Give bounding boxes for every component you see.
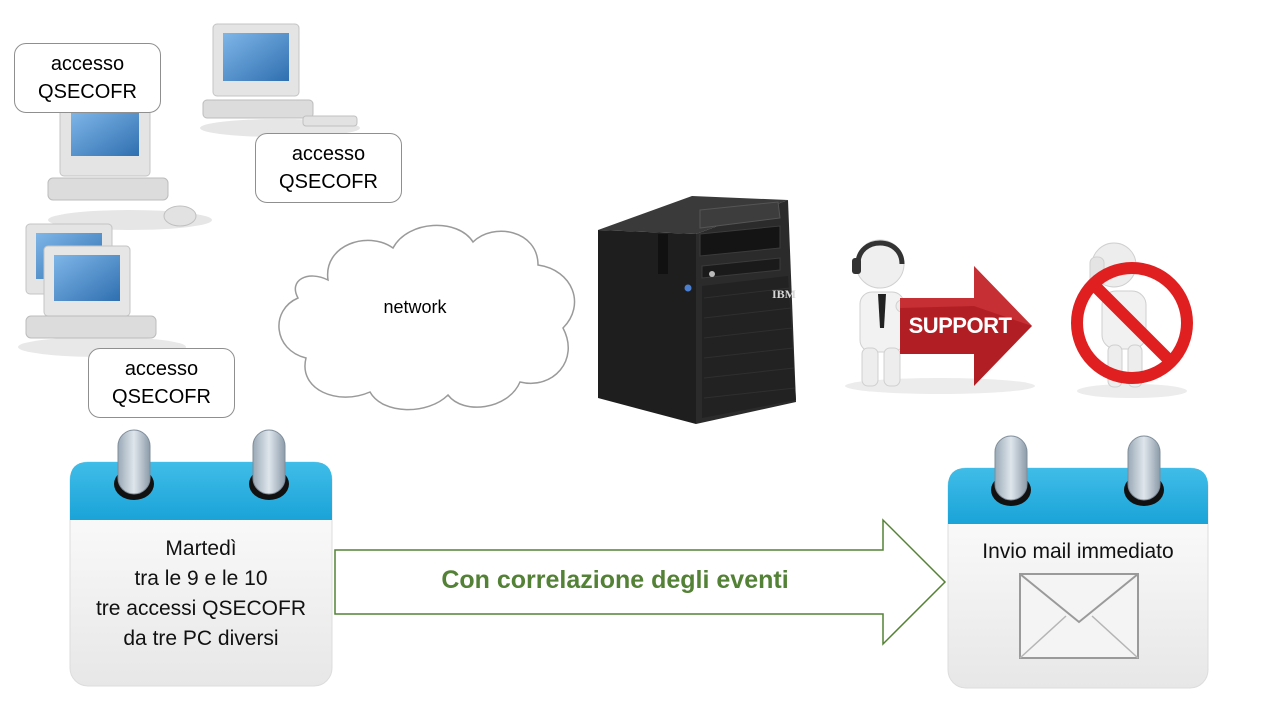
computer-icon xyxy=(18,223,186,357)
computer-icon xyxy=(200,23,360,137)
event-line: da tre PC diversi xyxy=(123,627,279,650)
callout-line2: QSECOFR xyxy=(112,386,211,408)
calendar-icon xyxy=(947,435,1209,689)
event-line: tre accessi QSECOFR xyxy=(95,597,307,620)
callout-line1: accesso xyxy=(124,358,199,380)
access-callout: accesso QSECOFR xyxy=(14,43,161,113)
server-icon xyxy=(598,196,796,424)
server-brand: IBM xyxy=(772,287,796,301)
callout-line1: accesso xyxy=(291,143,366,165)
event-description: Martedì tra le 9 e le 10 tre accessi QSE… xyxy=(70,534,332,654)
correlation-label: Con correlazione degli eventi xyxy=(441,566,789,594)
access-callout: accesso QSECOFR xyxy=(88,348,235,418)
access-callout: accesso QSECOFR xyxy=(255,133,402,203)
callout-line2: QSECOFR xyxy=(279,171,378,193)
callout-line2: QSECOFR xyxy=(38,81,137,103)
computer-icon xyxy=(47,103,212,230)
prohibited-icon xyxy=(1071,242,1193,398)
event-line: tra le 9 e le 10 xyxy=(134,567,268,590)
callout-line1: accesso xyxy=(50,53,125,75)
calendar-icon xyxy=(69,429,333,687)
support-agent-icon xyxy=(845,239,1035,394)
correlation-arrow xyxy=(334,518,947,646)
network-label: network xyxy=(383,297,447,317)
event-line: Martedì xyxy=(165,537,237,560)
network-cloud xyxy=(278,224,576,411)
mail-alert-title: Invio mail immediato xyxy=(982,540,1174,563)
support-label: SUPPORT xyxy=(908,313,1012,338)
